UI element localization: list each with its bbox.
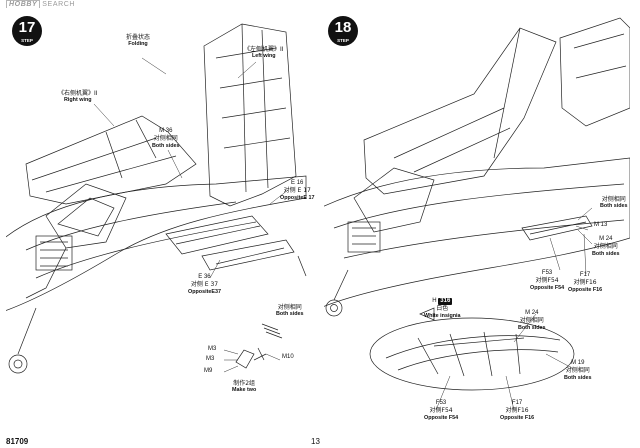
callout-m9: M9 <box>204 368 212 375</box>
wing-root-hinge <box>165 215 269 255</box>
callout-code: M3 <box>208 346 217 352</box>
callout-en: Left wing <box>251 53 276 60</box>
step-number: 17 <box>18 19 36 36</box>
decal-letter: H <box>432 298 437 304</box>
left-assembly-drawing <box>6 23 307 374</box>
page-number: 13 <box>311 437 320 446</box>
callout-cn: 对侧F16 <box>505 407 529 415</box>
right-page-step-18: 18 STEP 对侧相同 Both sides M 13 M 24 对侧相同 B… <box>324 8 630 424</box>
callout-en: OppositeE37 <box>188 288 221 295</box>
fuselage-outline <box>6 175 307 311</box>
callout-code: M10 <box>282 354 294 360</box>
callout-cn: 《左侧机翼》II <box>244 46 284 53</box>
callout-en: Opposite F54 <box>424 414 459 421</box>
callout-cn: 对侧F54 <box>429 407 453 415</box>
callout-left-wing: 《左侧机翼》II Left wing <box>244 46 284 61</box>
callout-white-insignia: H 316 白色 White insignia <box>424 298 461 320</box>
detail-inset-ellipse <box>369 317 575 391</box>
fuselage-outline <box>324 157 630 307</box>
callout-en: Both sides <box>564 374 592 381</box>
callout-code: M9 <box>204 368 213 374</box>
callout-cn: 对侧相同 <box>519 317 544 325</box>
callout-code: M 19 <box>571 360 585 366</box>
callout-code: F53 <box>435 400 447 406</box>
callout-m3-b: M3 <box>206 356 214 363</box>
callout-en: Both sides <box>600 203 628 210</box>
callout-en: Make two <box>232 387 257 394</box>
watermark-text: SEARCH <box>42 1 76 8</box>
callout-cn: 对侧相同 <box>277 304 302 311</box>
callout-code: F17 <box>579 272 591 278</box>
callout-code: E 16 <box>291 180 304 186</box>
callout-both-sides-top: 对侧相同 Both sides <box>600 196 628 211</box>
step-number: 18 <box>334 19 352 36</box>
callout-en: OppositeE 17 <box>280 194 315 201</box>
left-page-step-17: 17 STEP 折叠状态 Folding 《左侧机翼》II Left wing … <box>6 8 314 424</box>
callout-cn: 《右侧机翼》II <box>58 90 98 97</box>
right-wing-folded <box>25 115 197 205</box>
callout-f53-top: F53 对侧F54 Opposite F54 <box>530 270 564 292</box>
callout-en: White insignia <box>424 312 461 319</box>
decal-number-tag: 316 <box>438 298 453 306</box>
callout-cn: 白色 <box>436 305 449 313</box>
product-code: 81709 <box>6 437 29 446</box>
callout-en: Opposite F16 <box>500 414 535 421</box>
callout-make-two: 制作2组 Make two <box>232 380 256 395</box>
callout-cn: 制作2组 <box>233 380 256 387</box>
right-wing-folded <box>363 27 557 195</box>
left-wing-folded <box>203 23 297 207</box>
callout-m10: M10 <box>282 354 294 361</box>
step-18-badge: 18 STEP <box>328 16 358 46</box>
callout-en: Both sides <box>592 250 620 257</box>
callout-m19: M 19 对侧相同 Both sides <box>564 360 592 382</box>
callout-en: Both sides <box>152 142 180 149</box>
cockpit-frame <box>353 167 435 233</box>
callout-cn: 折叠状态 <box>126 34 151 41</box>
callout-f17-top: F17 对侧F16 Opposite F16 <box>568 272 602 294</box>
callout-folding: 折叠状态 Folding <box>126 34 150 49</box>
callout-code: M 36 <box>159 128 173 134</box>
callout-code: M3 <box>206 356 215 362</box>
callout-code: E 36 <box>198 274 211 280</box>
callout-f17-bottom: F17 对侧F16 Opposite F16 <box>500 400 534 422</box>
callout-en: Both sides <box>276 311 304 318</box>
callout-cn: 对侧 E 37 <box>190 281 219 289</box>
callout-m36: M 36 对侧相同 Both sides <box>152 128 180 150</box>
callout-cn: 对侧 E 17 <box>283 187 311 195</box>
callout-cn: 对侧F54 <box>535 277 559 285</box>
callout-en: Folding <box>128 41 148 48</box>
callout-en: Opposite F54 <box>530 284 565 291</box>
callout-en: Right wing <box>64 97 92 104</box>
main-wheel <box>8 354 28 374</box>
callout-code: F53 <box>541 270 553 276</box>
callout-cn: 对侧相同 <box>593 243 618 251</box>
callout-e16: E 16 对侧 E 17 OppositeE 17 <box>280 180 314 202</box>
cockpit-frame <box>45 183 127 249</box>
callout-code: H 316 <box>424 298 461 306</box>
callout-both-sides: 对侧相同 Both sides <box>276 304 304 319</box>
callout-e36: E 36 对侧 E 37 OppositeE37 <box>188 274 221 296</box>
callout-cn: 对侧相同 <box>601 196 626 203</box>
callout-en: Both sides <box>518 324 546 331</box>
step-word: STEP <box>21 38 33 43</box>
right-assembly-drawing <box>324 17 630 411</box>
callout-m24-mid: M 24 对侧相同 Both sides <box>518 310 546 332</box>
callout-code: F17 <box>511 400 523 406</box>
callout-cn: 对侧相同 <box>153 135 178 143</box>
callout-en: Opposite F16 <box>568 286 603 293</box>
callout-code: M 24 <box>525 310 539 316</box>
callout-m3-a: M3 <box>208 346 216 353</box>
callout-f53-bottom: F53 对侧F54 Opposite F54 <box>424 400 458 422</box>
callout-cn: 对侧相同 <box>565 367 590 375</box>
callout-code: M 13 <box>594 222 608 228</box>
callout-cn: 对侧F16 <box>573 279 597 287</box>
callout-m13: M 13 <box>594 222 607 229</box>
step-word: STEP <box>337 38 349 43</box>
callout-m24-top: M 24 对侧相同 Both sides <box>592 236 620 258</box>
step-17-badge: 17 STEP <box>12 16 42 46</box>
callout-code: M 24 <box>599 236 613 242</box>
callout-right-wing: 《右侧机翼》II Right wing <box>58 90 98 105</box>
